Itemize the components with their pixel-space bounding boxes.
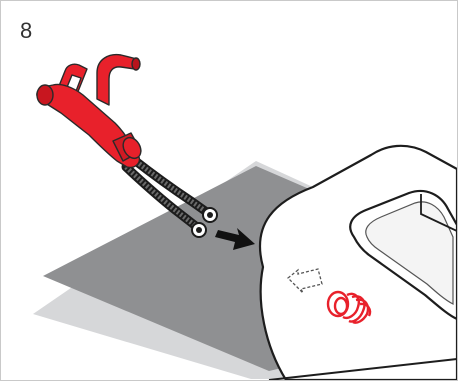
faucet-icon (37, 55, 145, 168)
